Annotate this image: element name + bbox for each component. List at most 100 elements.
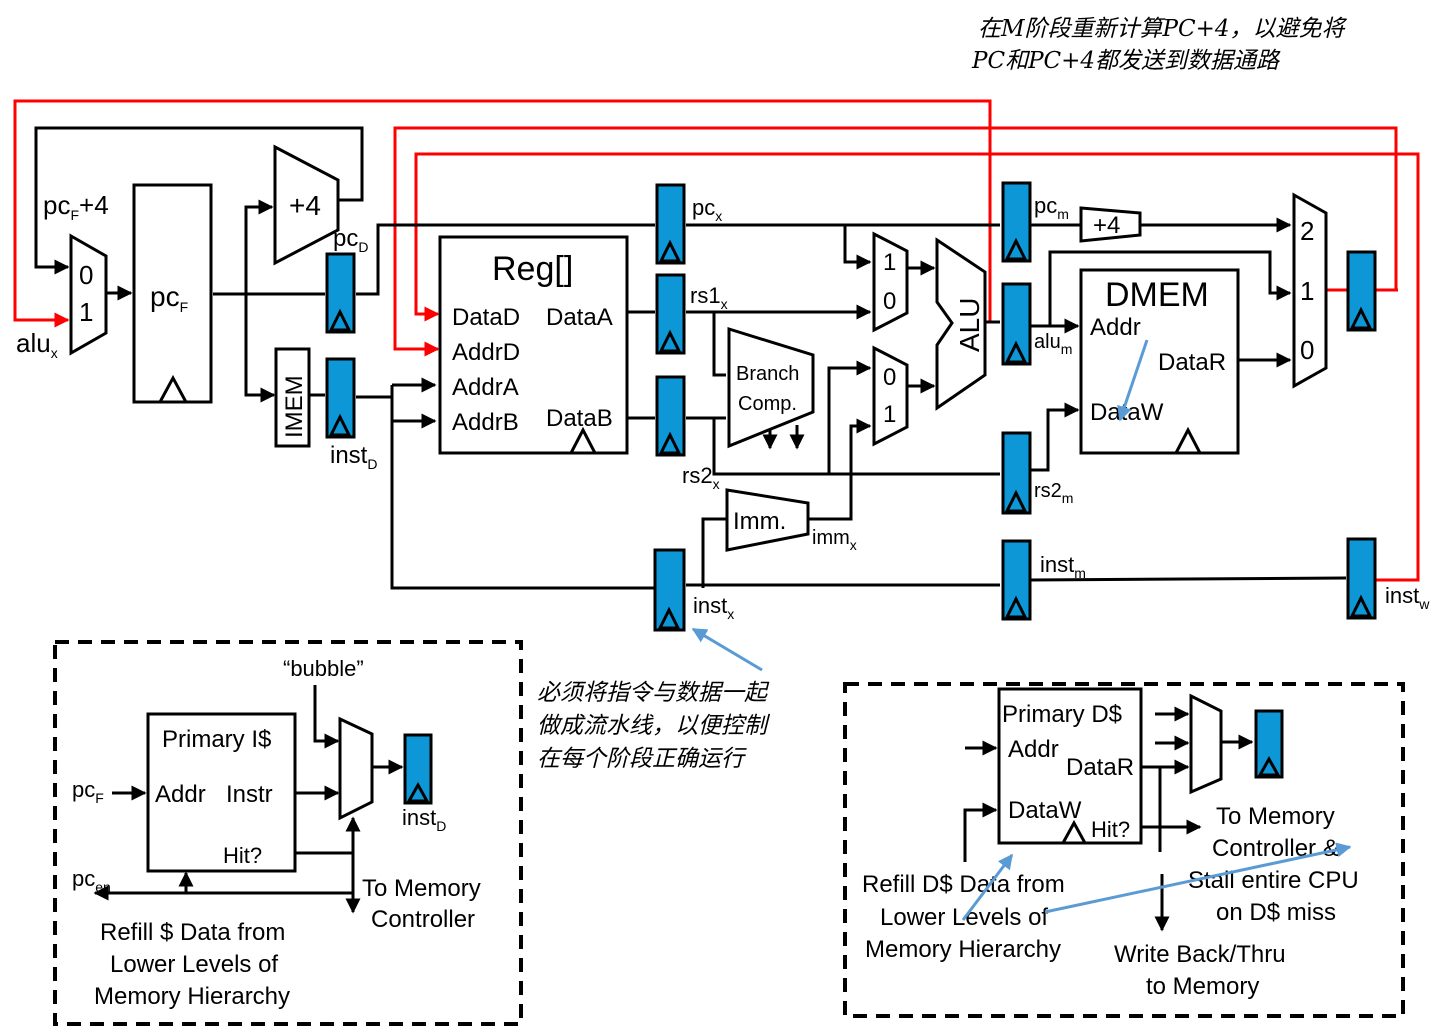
branch-comparator [727,326,815,449]
dcache-addr: Addr [1008,736,1059,763]
instm-label: instm [1040,552,1086,581]
icache-addr: Addr [155,781,206,808]
writeback-mux [1292,192,1328,389]
pipeline-register-alum [1001,282,1032,366]
alu-label: ALU [954,298,985,352]
rs2x-label: rs2x [682,463,720,492]
regfile-dataA: DataA [546,304,613,331]
pcF-register [132,183,213,404]
icache-hit: Hit? [223,843,262,868]
pipeline-register-dcache [1254,709,1284,779]
icache-to-mem-2: Controller [371,906,475,933]
dcache-wb-2: to Memory [1146,973,1259,1000]
note-top-right-line1: 在M阶段重新计算PC+4，以避免将 [978,16,1348,42]
alu [935,237,987,411]
dcache-dataw: DataW [1008,797,1082,824]
plus4-adder [273,144,340,266]
branch-label-2: Comp. [738,393,797,415]
regfile-addrB: AddrB [452,409,519,436]
dcache-to-mem-3: Stall entire CPU [1188,867,1359,894]
pipeline-register-instD [325,357,356,439]
wb-mux-in0: 0 [1300,335,1314,365]
pipeline-register-pcD [325,252,356,334]
alum-label: alum [1034,331,1072,357]
alux-label: alux [16,328,58,361]
pc-mux-input-0: 0 [79,260,93,290]
dcache-hit: Hit? [1091,817,1130,842]
pipeline-register-instx [653,548,686,632]
clock-icon [157,374,189,404]
dcache-mux [1189,693,1223,795]
dmem-label: DMEM [1105,276,1209,314]
icache-refill-1: Refill $ Data from [100,919,285,946]
pcF4-label: pcF+4 [43,190,109,223]
note-middle-line3: 在每个阶段正确运行 [537,746,747,772]
regfile-dataB: DataB [546,405,613,432]
regfile-addrD: AddrD [452,339,520,366]
wb-mux-in2: 2 [1300,216,1314,246]
wb-mux-in1: 1 [1300,276,1314,306]
icache-pcen-label: pcen [72,866,111,895]
icache-refill-2: Lower Levels of [110,951,278,978]
icache-inset: “bubble” Primary I$ Addr Instr Hit? pcF … [53,640,523,1026]
icache-pcF-label: pcF [72,777,104,806]
pipeline-register-rs1x [655,273,686,355]
pipeline-register-rs2x [655,375,686,457]
immx-label: immx [812,527,857,553]
annotation-arrows [691,339,1352,921]
icache-title: Primary I$ [162,726,271,753]
note-middle-line2: 做成流水线，以便控制 [537,713,771,739]
pc-mux-input-1: 1 [79,297,93,327]
clock-icon [1173,426,1203,455]
icache-block [146,712,297,873]
icache-instD-label: instD [402,805,446,834]
pipeline-register-instm [1001,539,1032,621]
regfile-dataD: DataD [452,304,520,331]
alu-b-mux-in1: 1 [883,401,896,428]
alu-b-mux [872,345,909,447]
dmem-block [1079,268,1240,455]
pc-select-mux [69,233,108,356]
dcache-wb-1: Write Back/Thru [1114,941,1286,968]
dmem-addr: Addr [1090,314,1141,341]
dcache-to-mem-2: Controller & [1212,835,1339,862]
pipeline-register-icache-instD [403,733,433,805]
dcache-inset: Primary D$ Addr DataR DataW Hit? To Memo… [843,682,1405,1018]
alu-a-mux-in1: 1 [883,249,896,276]
pipeline-register-instw [1346,537,1377,620]
dcache-title: Primary D$ [1002,701,1122,728]
red-wires [13,99,1420,582]
plus4-m-label: +4 [1093,212,1120,239]
plus4-label: +4 [289,190,321,221]
pcm-label: pcm [1034,193,1069,222]
icache-to-mem-1: To Memory [362,875,481,902]
regfile-addrA: AddrA [452,374,519,401]
instx-label: instx [693,593,734,622]
rs2m-label: rs2m [1034,480,1073,506]
pipeline-registers [325,181,1377,632]
pcx-label: pcx [692,195,722,224]
rs1x-label: rs1x [690,283,728,312]
pcF-label: pcF [150,281,188,315]
pipeline-register-pcx [655,183,686,265]
black-wires [34,126,1347,590]
alu-a-mux [872,231,909,333]
dcache-block [997,687,1143,845]
pipeline-register-pcm [1001,181,1032,263]
icache-bubble-mux [338,716,374,821]
pipeline-register-wb [1346,250,1377,332]
alu-b-mux-in0: 0 [883,364,896,391]
imm-generator [725,488,810,552]
branch-label-1: Branch [736,363,799,385]
dmem-datar: DataR [1158,349,1226,376]
dcache-datar: DataR [1066,754,1134,781]
icache-refill-3: Memory Hierarchy [94,983,290,1010]
imem-block [274,347,311,448]
pcD-label: pcD [333,225,368,255]
instD-label: instD [330,442,377,472]
bubble-label: “bubble” [283,656,364,681]
regfile-label: Reg[] [492,250,573,288]
note-top-right-line2: PC和PC+4都发送到数据通路 [971,48,1281,74]
